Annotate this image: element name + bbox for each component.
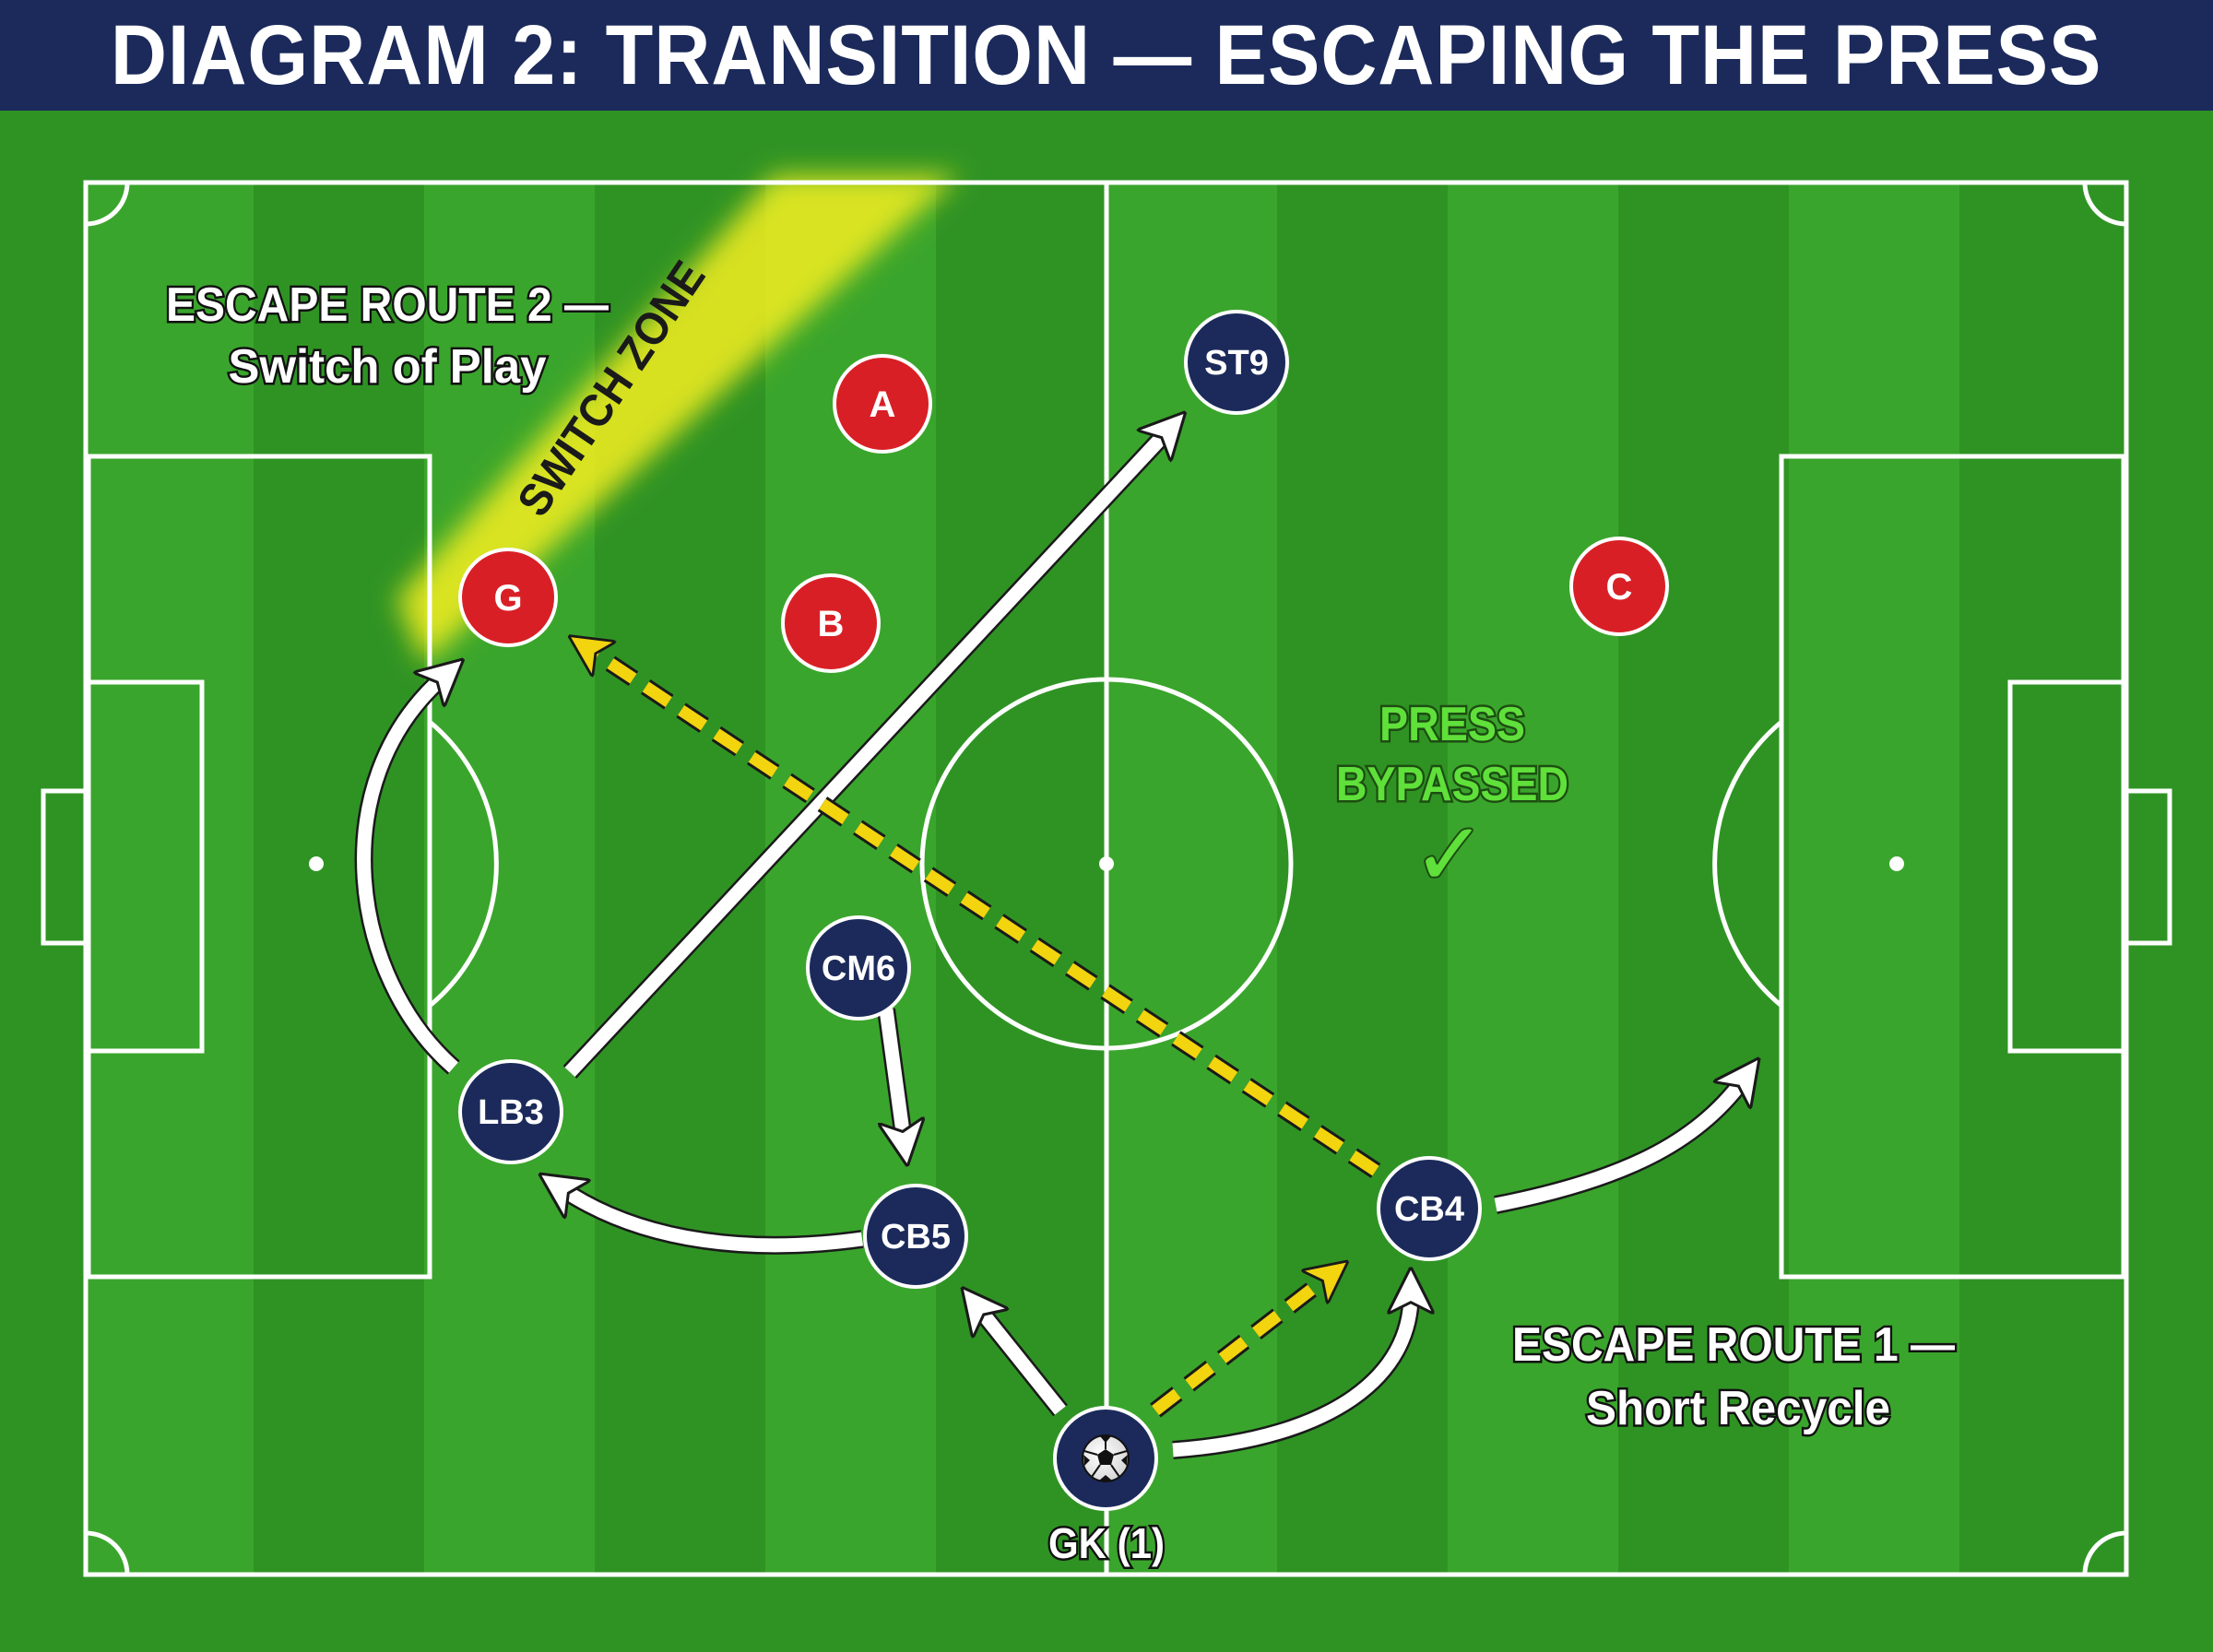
arrow-gk-to-cb4 — [1172, 1295, 1411, 1457]
route1-heading: ESCAPE ROUTE 1 — — [1512, 1318, 1955, 1372]
arrow-gk-to-cb5 — [979, 1309, 1066, 1415]
page-title: DIAGRAM 2: TRANSITION — ESCAPING THE PRE… — [111, 7, 2102, 102]
pitch-spots — [309, 856, 1904, 871]
arrow-lb3-to-st9 — [564, 432, 1166, 1078]
dashed-pass-gk-to-cb4 — [1152, 1277, 1328, 1416]
pitch-markings — [41, 180, 2172, 1577]
press-bypassed-line1: PRESS — [1379, 698, 1525, 751]
player-label: CB4 — [1394, 1190, 1464, 1229]
player-label: LB3 — [478, 1093, 544, 1132]
player-label: CB5 — [881, 1218, 951, 1257]
player-label: CM6 — [822, 950, 895, 988]
title-bar: DIAGRAM 2: TRANSITION — ESCAPING THE PRE… — [0, 0, 2213, 111]
opponent-label: G — [493, 578, 522, 619]
route1-subheading: Short Recycle — [1586, 1382, 1890, 1435]
soccer-ball-icon — [1082, 1434, 1130, 1482]
gk-caption: GK (1) — [1048, 1519, 1165, 1567]
arrow-cb5-to-lb3 — [562, 1189, 864, 1253]
player-lb3[interactable]: LB3 — [458, 1059, 563, 1164]
white-arrows — [354, 432, 1743, 1459]
opponent-label: B — [818, 604, 845, 644]
checkmark-icon: ✓ — [1413, 803, 1486, 906]
arrow-cm6-to-cb5 — [886, 1008, 904, 1139]
player-cb5[interactable]: CB5 — [863, 1184, 968, 1289]
opponents: A B C G — [458, 354, 1669, 673]
opponent-a[interactable]: A — [833, 354, 932, 454]
arrow-cb4-forward — [1494, 1080, 1743, 1212]
press-bypassed-line2: BYPASSED — [1336, 758, 1568, 811]
team-players: ST9 CM6 LB3 CB5 CB4 — [458, 310, 1482, 1511]
dashed-passes — [590, 650, 1381, 1418]
player-cm6[interactable]: CM6 — [806, 915, 911, 1021]
switch-zone-highlight — [396, 175, 959, 664]
player-gk[interactable] — [1053, 1406, 1158, 1511]
player-label: ST9 — [1204, 344, 1269, 383]
player-st9[interactable]: ST9 — [1184, 310, 1289, 415]
route2-heading: ESCAPE ROUTE 2 — — [166, 278, 609, 332]
opponent-label: A — [870, 384, 896, 425]
route2-subheading: Switch of Play — [229, 340, 547, 394]
opponent-g[interactable]: G — [458, 548, 558, 647]
opponent-c[interactable]: C — [1569, 537, 1669, 636]
dashed-pass-cb4-to-g — [590, 650, 1379, 1176]
opponent-b[interactable]: B — [781, 573, 881, 673]
player-cb4[interactable]: CB4 — [1377, 1156, 1482, 1261]
arrow-lb3-to-g — [357, 678, 454, 1073]
opponent-label: C — [1606, 567, 1633, 608]
